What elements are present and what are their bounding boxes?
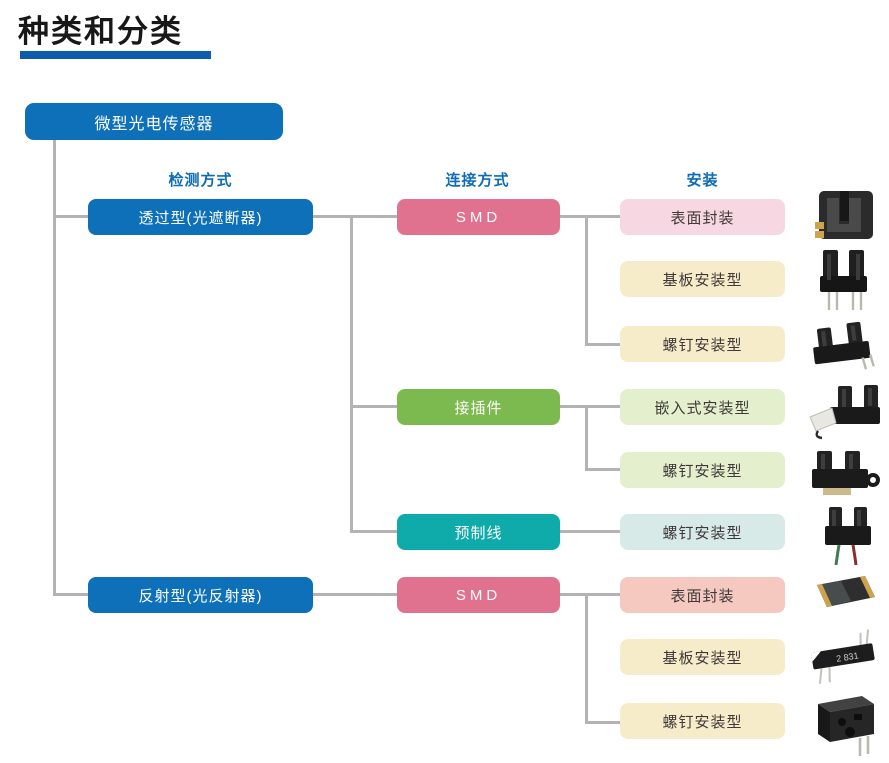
connector-stub-screw2 [585, 468, 620, 471]
connector-stub-screw3 [585, 721, 620, 724]
node-smd-through: SMD [397, 199, 560, 235]
node-smd-reflective: SMD [397, 577, 560, 613]
connector-connector-right [560, 405, 620, 408]
node-surface-mount-2: 表面封装 [620, 577, 785, 613]
slot-sensor-screw-mount-photo [798, 318, 886, 374]
connector-stub-reflective [53, 593, 88, 596]
slot-sensor-pcb-mount-photo [798, 248, 886, 312]
node-reflective: 反射型(光反射器) [88, 577, 313, 613]
node-pcb-mount-1: 基板安装型 [620, 261, 785, 297]
connector-smd1-right [560, 215, 620, 218]
slot-sensor-surface-mount-photo [798, 190, 886, 242]
connector-root-drop [53, 140, 56, 596]
reflective-sensor-pcb-mount-photo: 2 831 [798, 628, 886, 686]
reflective-sensor-smd-chip-photo [798, 573, 886, 613]
connector-stub-screw1 [585, 343, 620, 346]
connector-right-vertical-3 [585, 593, 588, 724]
node-pcb-mount-2: 基板安装型 [620, 639, 785, 675]
node-screw-mount-2: 螺钉安装型 [620, 452, 785, 488]
node-screw-mount-1: 螺钉安装型 [620, 326, 785, 362]
node-surface-mount-1: 表面封装 [620, 199, 785, 235]
connector-reflective-to-smd [313, 593, 397, 596]
node-through-beam: 透过型(光遮断器) [88, 199, 313, 235]
connector-stub-pre-wired [350, 530, 397, 533]
node-snap-in-mount: 嵌入式安装型 [620, 389, 785, 425]
connector-stub-connector-type [350, 405, 397, 408]
node-screw-mount-3: 螺钉安装型 [620, 514, 785, 550]
node-screw-mount-4: 螺钉安装型 [620, 703, 785, 739]
title-underline [20, 51, 211, 59]
slot-sensor-screw-mount-connector-photo [798, 447, 886, 499]
svg-text:2 831: 2 831 [835, 650, 859, 663]
connector-mid-vertical [350, 215, 353, 533]
column-header-detection: 检测方式 [168, 171, 233, 189]
node-connector-type: 接插件 [397, 389, 560, 425]
node-root: 微型光电传感器 [25, 103, 283, 140]
column-header-connection: 连接方式 [445, 171, 510, 189]
column-header-mounting: 安装 [686, 171, 719, 189]
page-title: 种类和分类 [18, 14, 183, 49]
connector-stub-through-beam [53, 215, 88, 218]
node-pre-wired: 预制线 [397, 514, 560, 550]
connector-right-vertical-1 [585, 215, 588, 346]
connector-prewired-right [560, 530, 620, 533]
slot-sensor-snap-in-connector-photo [798, 383, 886, 441]
reflective-sensor-screw-mount-photo [798, 690, 886, 758]
connector-right-vertical-2 [585, 405, 588, 471]
connector-smd2-right [560, 593, 620, 596]
connector-through-to-smd [313, 215, 397, 218]
slot-sensor-pre-wired-photo [798, 505, 886, 567]
